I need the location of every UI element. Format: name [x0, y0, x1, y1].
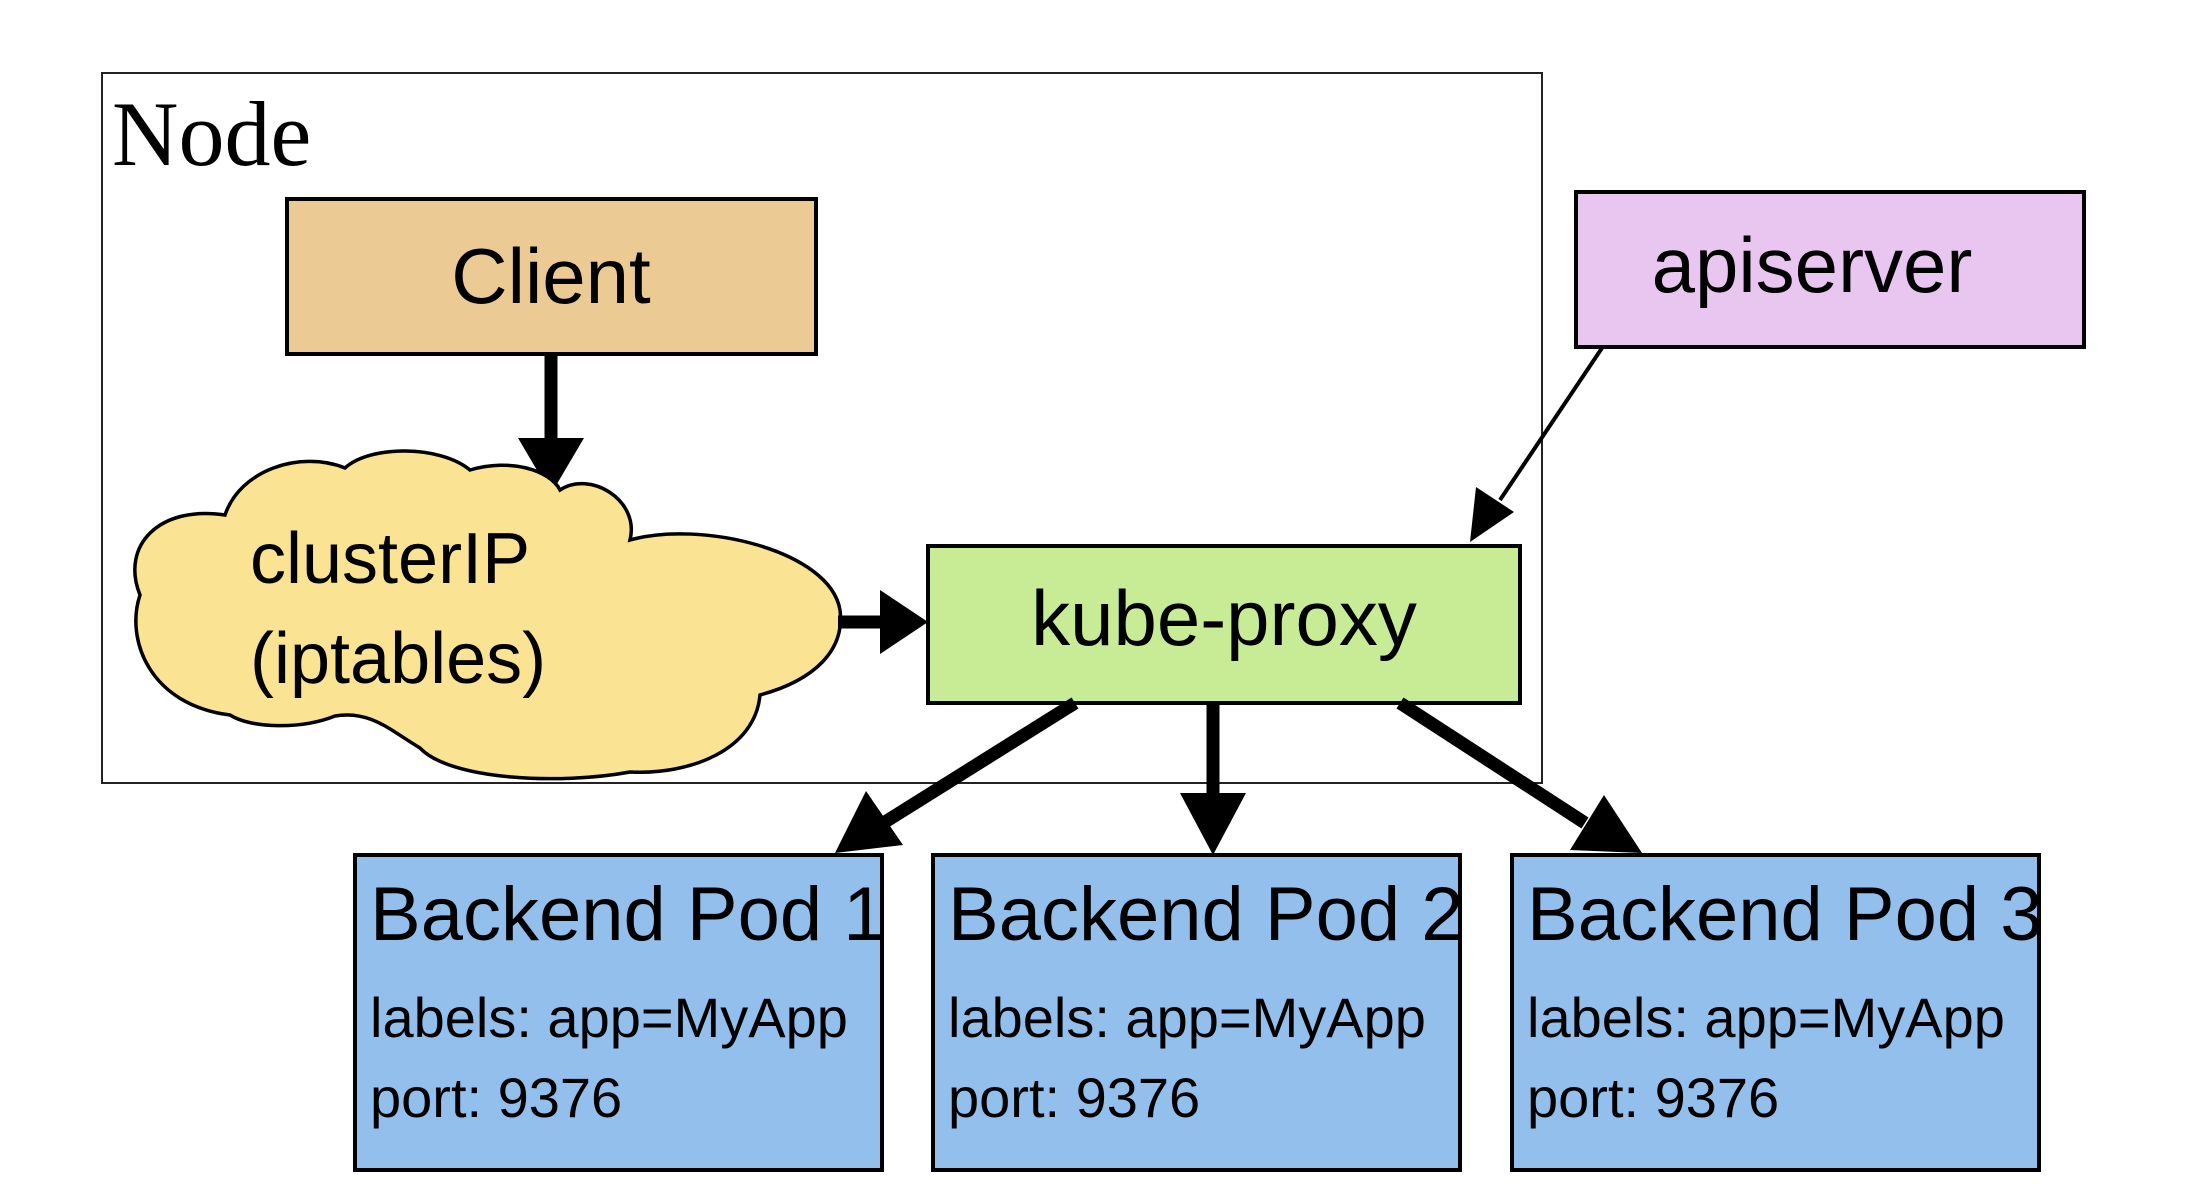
- apiserver-box: apiserver: [1574, 190, 2086, 349]
- backend-pod-1: Backend Pod 1 labels: app=MyApp port: 93…: [353, 853, 886, 1172]
- node-container: Node: [101, 72, 1543, 784]
- arrow-kubeproxy-to-pod2: [1180, 703, 1246, 855]
- arrow-clusterip-to-kubeproxy: [838, 590, 928, 654]
- backend-pod-3: Backend Pod 3 labels: app=MyApp port: 93…: [1510, 853, 2043, 1172]
- arrow-client-to-clusterip: [518, 354, 584, 494]
- client-label: Client: [451, 232, 651, 320]
- iptables-label: (iptables): [250, 619, 546, 699]
- pod-title: Backend Pod 1: [370, 872, 886, 957]
- arrow-kubeproxy-to-pod1: [835, 697, 1079, 853]
- pod-labels: labels: app=MyApp: [370, 986, 848, 1049]
- pod-port: port: 9376: [370, 1066, 622, 1129]
- client-box: Client: [285, 197, 818, 356]
- kube-proxy-box: kube-proxy: [926, 544, 1522, 705]
- node-title: Node: [112, 83, 311, 185]
- kube-proxy-label: kube-proxy: [1031, 574, 1417, 662]
- apiserver-label: apiserver: [1652, 221, 1973, 309]
- pod-title: Backend Pod 3: [1527, 872, 2043, 957]
- pod-labels: labels: app=MyApp: [1527, 986, 2005, 1049]
- pod-port: port: 9376: [948, 1066, 1200, 1129]
- backend-pod-2: Backend Pod 2 labels: app=MyApp port: 93…: [931, 853, 1464, 1172]
- pod-labels: labels: app=MyApp: [948, 986, 1426, 1049]
- pod-title: Backend Pod 2: [948, 872, 1464, 957]
- clusterip-cloud: clusterIP (iptables): [133, 449, 843, 781]
- pod-port: port: 9376: [1527, 1066, 1779, 1129]
- clusterip-label: clusterIP: [250, 519, 530, 599]
- arrow-apiserver-to-kubeproxy: [1470, 346, 1604, 542]
- arrow-kubeproxy-to-pod3: [1396, 697, 1642, 853]
